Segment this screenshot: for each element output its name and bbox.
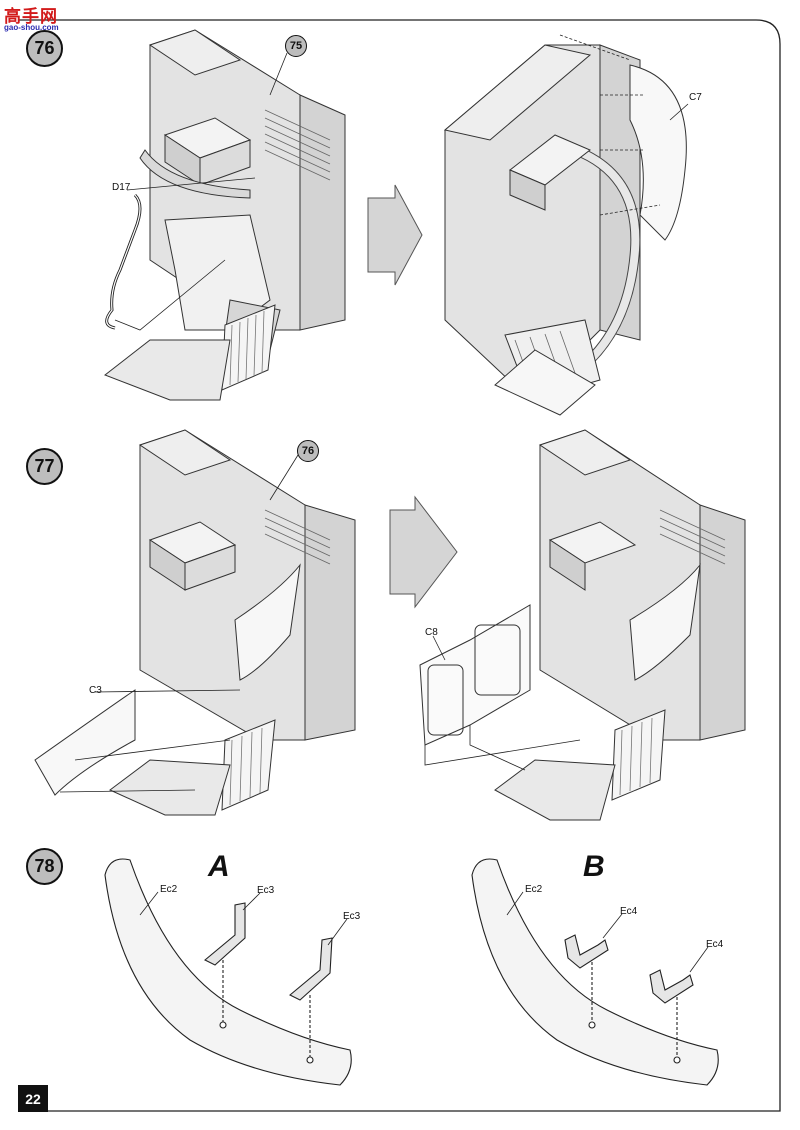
part-label-d17: D17 [112,182,131,193]
step-77-badge: 77 [26,448,63,485]
variant-b-letter: B [583,850,605,883]
step-76-badge: 76 [26,30,63,67]
variant-a-letter: A [208,850,230,883]
part-label-b-ec2: Ec2 [525,884,543,895]
step-78-badge: 78 [26,848,63,885]
part-label-c3: C3 [89,685,102,696]
part-label-b-ec4-1: Ec4 [620,906,638,917]
part-label-a-ec3-1: Ec3 [257,885,275,896]
part-label-c8: C8 [425,627,438,638]
part-label-c7: C7 [689,92,702,103]
part-label-a-ec3-2: Ec3 [343,911,361,922]
step-77-callout: 76 [297,440,319,462]
part-label-b-ec4-2: Ec4 [706,939,724,950]
part-label-a-ec2: Ec2 [160,884,178,895]
step-76-callout: 75 [285,35,307,57]
page-number: 22 [18,1085,48,1112]
watermark-logo: 高手网 gao-shou.com [4,7,59,32]
